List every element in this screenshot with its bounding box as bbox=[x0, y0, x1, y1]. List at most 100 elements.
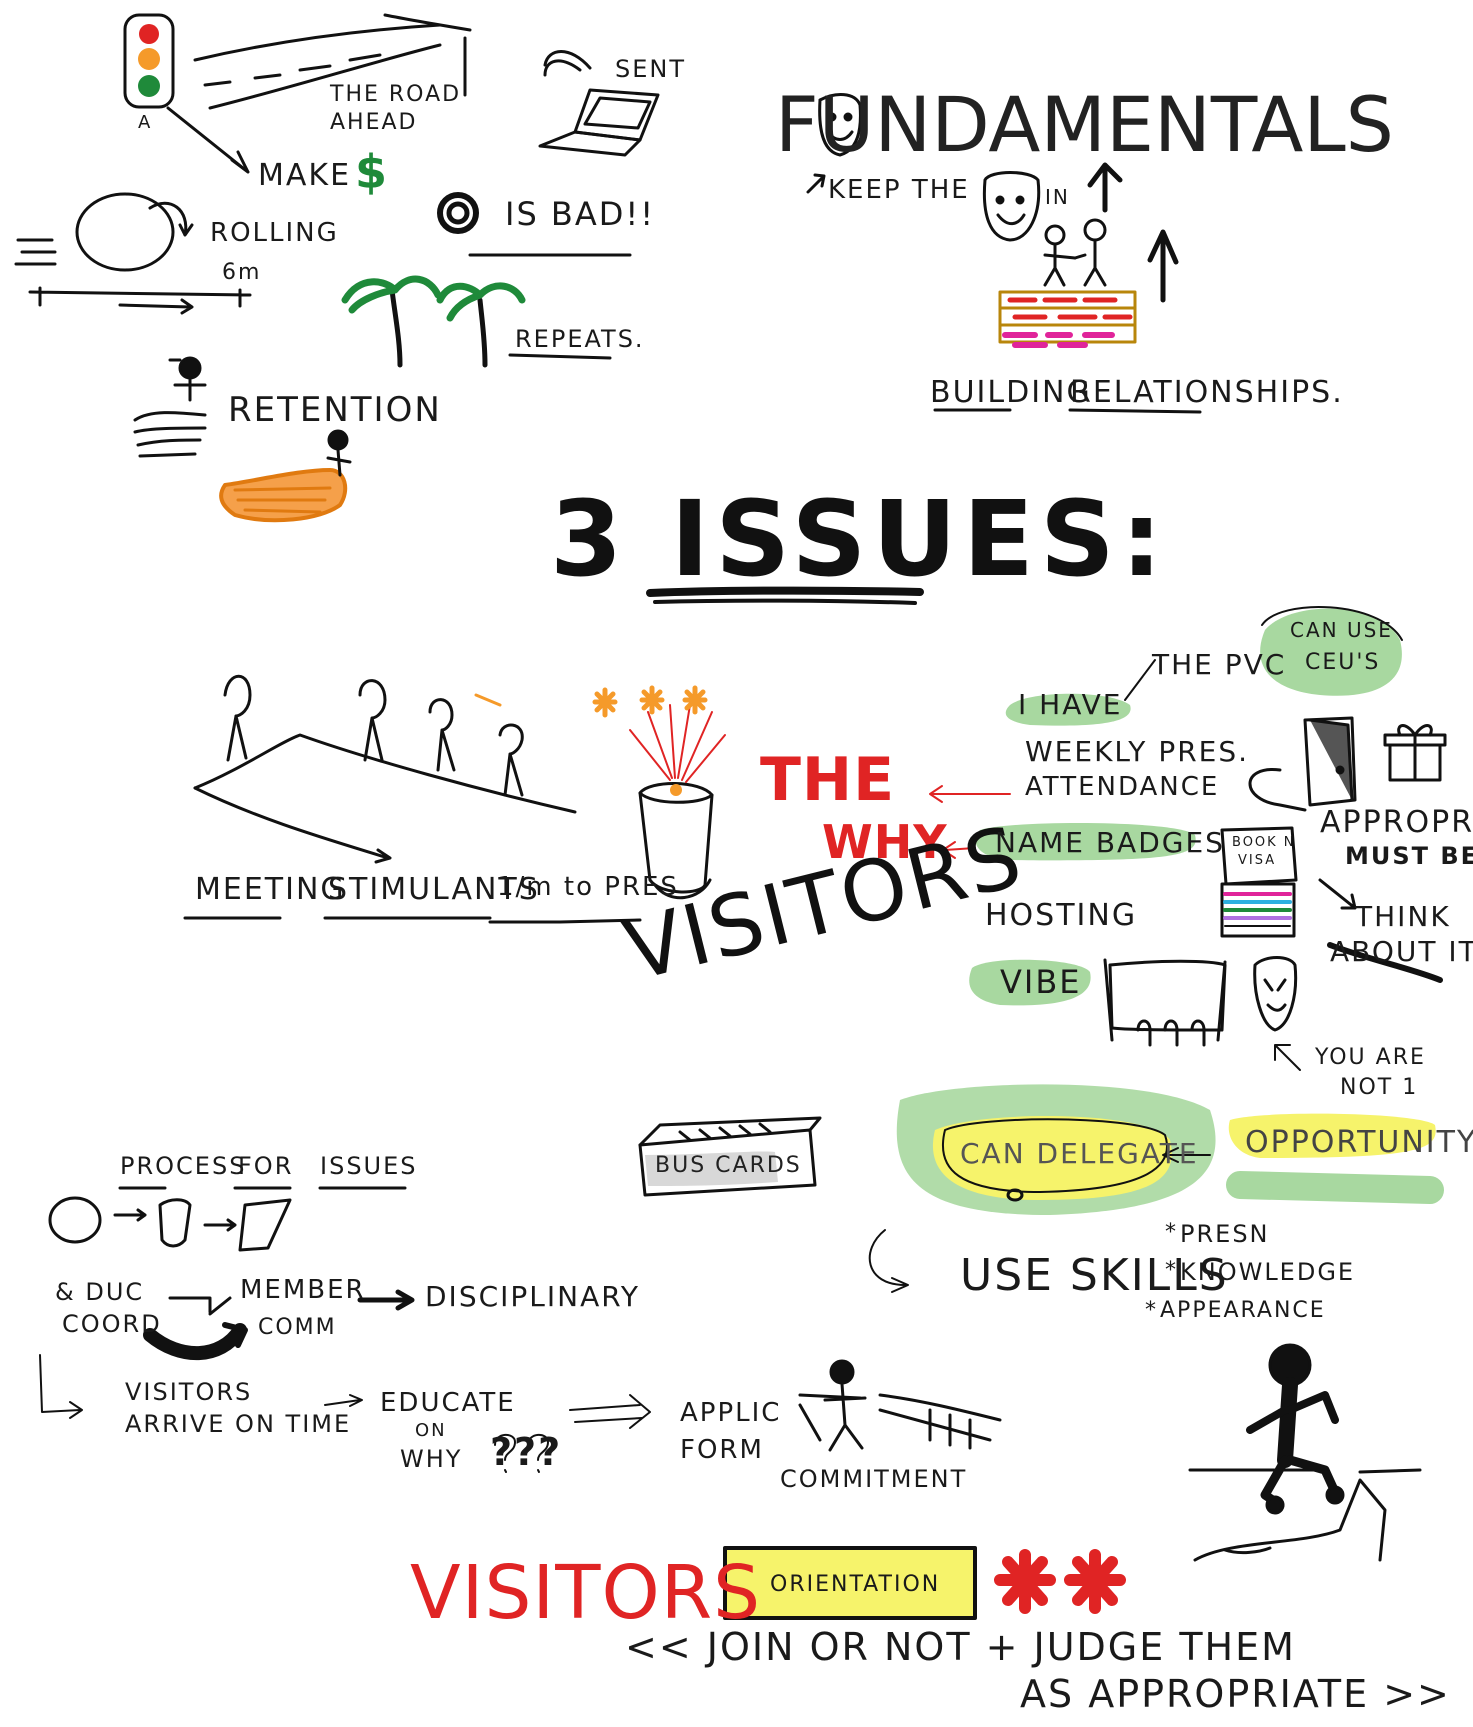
visitors-process-2: ARRIVE ON TIME bbox=[125, 1410, 352, 1438]
building-label: BUILDING bbox=[930, 375, 1092, 410]
educate-2: ON bbox=[415, 1420, 447, 1441]
skill-1: PRESN bbox=[1180, 1220, 1270, 1248]
main-title: 3 ISSUES: bbox=[550, 478, 1169, 600]
i-have: I HAVE bbox=[1018, 688, 1123, 721]
gift-icon bbox=[1383, 724, 1447, 782]
meeting-underline bbox=[183, 916, 642, 924]
footer-line-1: << JOIN OR NOT + JUDGE THEM bbox=[625, 1625, 1296, 1669]
keep-arrow bbox=[806, 173, 826, 194]
repeats-label: REPEATS. bbox=[515, 325, 645, 353]
sent-label: SENT bbox=[615, 55, 687, 83]
visitors-process-1: VISITORS bbox=[125, 1378, 253, 1406]
fireworks-cup-icon bbox=[629, 704, 726, 900]
make-label: MAKE bbox=[258, 158, 352, 193]
jumping-figure-icon bbox=[1188, 1343, 1422, 1562]
the-label: THE bbox=[760, 745, 896, 815]
attendance: ATTENDANCE bbox=[1025, 772, 1220, 802]
process-title-3: ISSUES bbox=[320, 1152, 418, 1180]
educate-3: WHY bbox=[400, 1445, 463, 1473]
ratio-label: 1/m to PRES bbox=[497, 872, 679, 902]
bus-cards: BUS CARDS bbox=[655, 1153, 802, 1178]
educate-1: EDUCATE bbox=[380, 1388, 516, 1418]
book-note-1: BOOK N bbox=[1232, 835, 1296, 850]
rolling-wheel-icon bbox=[14, 192, 252, 315]
about-it: ABOUT IT. bbox=[1330, 935, 1473, 968]
skill-star-1: * bbox=[1165, 1220, 1178, 1245]
skill-3: APPEARANCE bbox=[1160, 1298, 1326, 1323]
meeting-hill-icon bbox=[193, 674, 577, 864]
issues-underline bbox=[646, 586, 924, 597]
scribble-ball-icon bbox=[437, 192, 479, 234]
use-skills: USE SKILLS bbox=[960, 1250, 1229, 1301]
disciplinary: DISCIPLINARY bbox=[425, 1280, 641, 1313]
fundamentals-title: FUNDAMENTALS bbox=[775, 80, 1394, 169]
appropriate: APPROPRIATE bbox=[1320, 805, 1473, 840]
people-on-wall-icon bbox=[998, 218, 1137, 348]
footer-orientation: ORIENTATION bbox=[770, 1572, 941, 1597]
skill-star-3: * bbox=[1145, 1298, 1158, 1323]
process-shapes-icon bbox=[48, 1196, 292, 1252]
commitment-figure-icon bbox=[798, 1359, 1002, 1452]
road-ahead-icon bbox=[193, 13, 472, 110]
in-label: IN bbox=[1045, 185, 1070, 209]
process-title-1: PROCESS bbox=[120, 1152, 247, 1180]
footer-stars-icon bbox=[994, 1549, 1126, 1614]
not-1: NOT 1 bbox=[1340, 1075, 1419, 1100]
up-arrow-icon bbox=[1087, 162, 1179, 303]
book-stack-icon bbox=[1220, 826, 1298, 938]
process-title-2: FOR bbox=[238, 1152, 294, 1180]
question-marks: ??? bbox=[490, 1430, 563, 1474]
applic-2: FORM bbox=[680, 1435, 764, 1465]
palm-trees-icon bbox=[341, 275, 526, 368]
stars-icon bbox=[592, 685, 708, 718]
retention-hand-icon bbox=[133, 356, 207, 458]
traffic-light-label: A bbox=[138, 112, 153, 133]
book-note-2: VISA bbox=[1238, 853, 1277, 868]
rolling-distance: 6m bbox=[222, 260, 262, 285]
weekly-pres: WEEKLY PRES. bbox=[1025, 735, 1250, 768]
repeats-underline bbox=[508, 353, 612, 360]
educ-line-2: COORD bbox=[62, 1310, 162, 1338]
the-pvc: THE PVC bbox=[1152, 648, 1287, 681]
smiley-face-icon bbox=[982, 171, 1041, 242]
relationships-label: RELATIONSHIPS. bbox=[1070, 375, 1344, 410]
opportunity: OPPORTUNITY bbox=[1245, 1125, 1473, 1160]
mask-icon bbox=[1253, 956, 1298, 1032]
educ-line-1: & DUC bbox=[55, 1278, 145, 1306]
ceus: CEU'S bbox=[1305, 650, 1381, 675]
dollar-icon: $ bbox=[355, 145, 390, 199]
meeting-label: MEETING bbox=[195, 872, 346, 907]
skill-star-2: * bbox=[1165, 1258, 1178, 1283]
smiley-u-icon bbox=[818, 93, 862, 157]
skill-2: KNOWLEDGE bbox=[1180, 1258, 1356, 1286]
must-be: MUST BE bbox=[1345, 842, 1473, 870]
footer-visitors: VISITORS bbox=[410, 1550, 762, 1636]
footer-line-2: AS APPROPRIATE >> bbox=[1020, 1672, 1451, 1716]
can-use: CAN USE bbox=[1290, 618, 1393, 642]
road-label-1: THE ROAD bbox=[330, 82, 462, 107]
member-line-1: MEMBER bbox=[240, 1275, 366, 1305]
member-line-2: COMM bbox=[258, 1315, 337, 1340]
road-label-2: AHEAD bbox=[330, 110, 418, 135]
hosting: HOSTING bbox=[985, 898, 1138, 933]
applic-1: APPLIC bbox=[680, 1398, 782, 1428]
keep-the-label: KEEP THE bbox=[828, 175, 970, 205]
stage-icon bbox=[1103, 958, 1227, 1047]
door-icon bbox=[1248, 716, 1357, 812]
rolling-label: ROLLING bbox=[210, 218, 339, 248]
retention-label: RETENTION bbox=[228, 390, 442, 430]
orange-hand-icon bbox=[219, 429, 352, 523]
can-delegate: CAN DELEGATE bbox=[960, 1137, 1199, 1170]
laptop-icon bbox=[538, 50, 660, 157]
stimulants-label: STIMULANTS bbox=[328, 872, 540, 907]
vibe: VIBE bbox=[1000, 963, 1082, 1001]
name-badges: NAME BADGES bbox=[995, 826, 1225, 859]
relationships-underline bbox=[933, 408, 1202, 414]
business-cards-icon bbox=[638, 1116, 822, 1197]
you-are: YOU ARE bbox=[1315, 1045, 1426, 1070]
is-bad-label: IS BAD!! bbox=[505, 195, 656, 233]
think: THINK bbox=[1355, 900, 1451, 933]
commitment: COMMITMENT bbox=[780, 1465, 968, 1493]
